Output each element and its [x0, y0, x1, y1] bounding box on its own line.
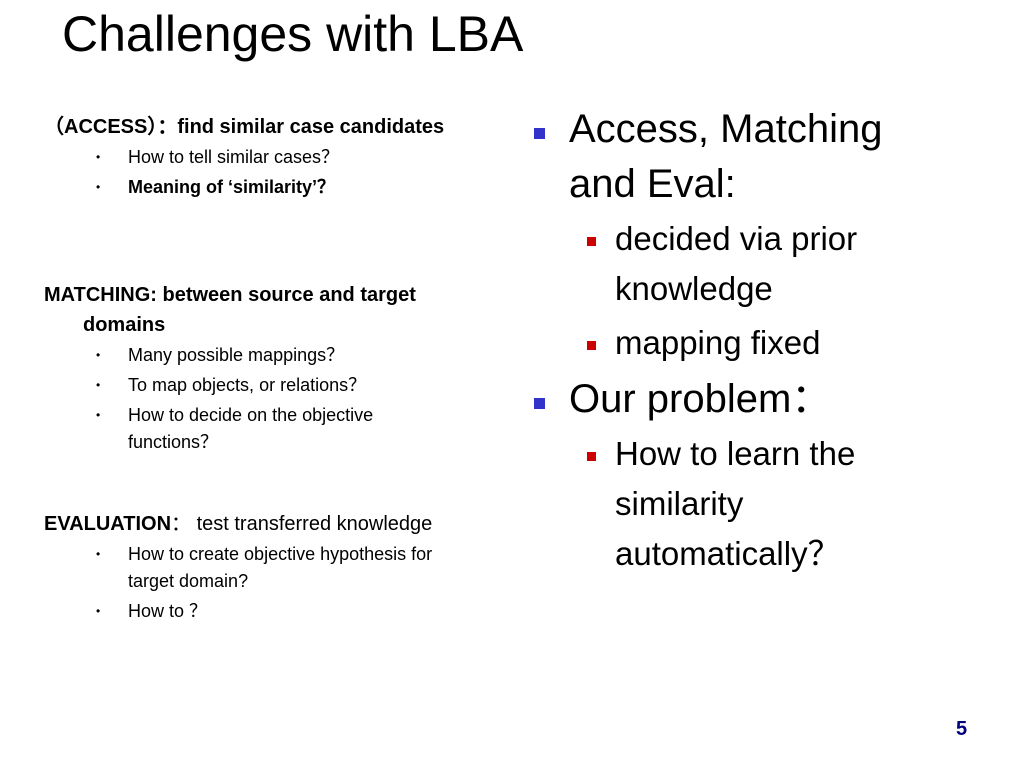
list-item: • How to ？: [44, 598, 464, 625]
bullet-icon: •: [96, 180, 101, 194]
evaluation-heading: EVALUATION： test transferred knowledge: [44, 509, 464, 539]
bullet-point: Our problem：: [530, 372, 950, 427]
sub-bullet-point: mapping fixed: [530, 318, 950, 368]
sub-bullet-point: decided via prior knowledge: [530, 214, 950, 314]
list-item-text: How to decide on the objective functions…: [128, 405, 374, 452]
list-item-text: How to ？: [128, 601, 208, 621]
sub-bullet-point: How to learn the similarity automaticall…: [530, 429, 950, 579]
evaluation-list: • How to create objective hypothesis for…: [44, 541, 464, 625]
evaluation-heading-label: EVALUATION: [44, 513, 172, 535]
list-item: • To map objects, or relations？: [44, 372, 464, 399]
list-item: • How to decide on the objective functio…: [44, 402, 464, 456]
bullet-icon: •: [96, 348, 101, 362]
page-number: 5: [956, 718, 968, 740]
bullet-icon: •: [96, 150, 101, 164]
square-bullet-icon: [587, 341, 596, 350]
list-item: • How to tell similar cases？: [44, 144, 464, 171]
bullet-icon: •: [96, 604, 101, 618]
bullet-text: Access, Matching and Eval:: [569, 107, 883, 206]
list-item-text: Meaning of ‘similarity’？: [128, 177, 336, 197]
matching-heading: MATCHING: between source and target doma…: [44, 284, 416, 336]
list-item: • Meaning of ‘similarity’？: [44, 174, 464, 201]
bullet-icon: •: [96, 408, 101, 422]
right-column: Access, Matching and Eval: decided via p…: [530, 102, 950, 583]
sub-bullet-text: How to learn the similarity automaticall…: [615, 435, 856, 572]
evaluation-section: EVALUATION： test transferred knowledge •…: [44, 509, 464, 628]
bullet-icon: •: [96, 378, 101, 392]
bullet-icon: •: [96, 547, 101, 561]
list-item: • How to create objective hypothesis for…: [44, 541, 464, 595]
list-item-text: Many possible mappings？: [128, 345, 345, 365]
bullet-text: Our problem：: [569, 377, 832, 421]
evaluation-heading-text: ： test transferred knowledge: [171, 513, 433, 535]
square-bullet-icon: [587, 237, 596, 246]
access-heading: （ACCESS）：find similar case candidates: [44, 116, 445, 138]
access-list: • How to tell similar cases？ • Meaning o…: [44, 144, 464, 201]
list-item-text: To map objects, or relations？: [128, 375, 367, 395]
sub-bullet-text: decided via prior knowledge: [615, 220, 858, 307]
sub-bullet-text: mapping fixed: [615, 324, 821, 361]
list-item-text: How to tell similar cases？: [128, 147, 340, 167]
square-bullet-icon: [534, 128, 545, 139]
matching-section: MATCHING: between source and target doma…: [44, 280, 464, 459]
list-item-text: How to create objective hypothesis for t…: [128, 544, 433, 591]
matching-list: • Many possible mappings？ • To map objec…: [44, 342, 464, 456]
slide-title: Challenges with LBA: [62, 6, 524, 62]
access-section: （ACCESS）：find similar case candidates • …: [44, 112, 464, 204]
square-bullet-icon: [534, 398, 545, 409]
square-bullet-icon: [587, 452, 596, 461]
list-item: • Many possible mappings？: [44, 342, 464, 369]
bullet-point: Access, Matching and Eval:: [530, 102, 950, 212]
